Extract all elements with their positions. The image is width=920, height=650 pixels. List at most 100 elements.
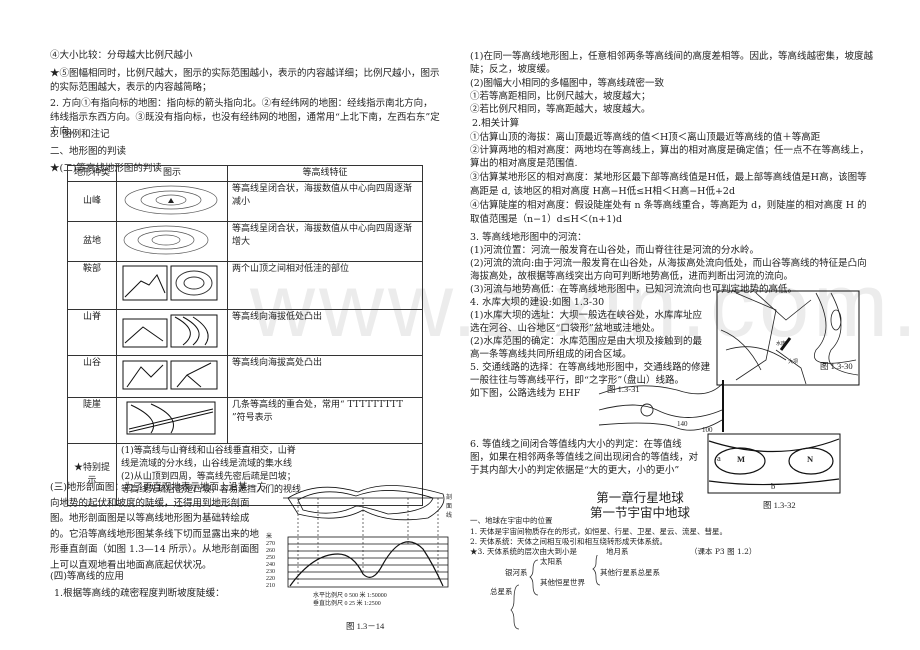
chapter-title: 第一章行星地球: [596, 490, 684, 505]
ridge-figure: [116, 309, 228, 356]
para-r8: ③估算某地形区的相对高度：某地形区最下部等高线值是H低，最上部等高线值是H高，该…: [470, 172, 867, 197]
legend-heading: 3. 图例和注记: [50, 129, 110, 140]
para-r3: ①若等高距相同，比例尺越大，坡度越大；: [470, 91, 651, 102]
landform-type: 陡崖: [67, 397, 117, 444]
para-r4: ②若比例尺相同，等高距越大，坡度越大。: [470, 104, 651, 115]
reservoir-label: 水库: [776, 342, 787, 347]
saddle-figure: [116, 261, 228, 310]
v-scale-value: 0 25 米: [344, 601, 363, 607]
y-unit: 米: [266, 534, 273, 540]
peak-figure: [116, 181, 228, 222]
label-b: b: [771, 481, 776, 491]
para-r17: 5. 交通线路的选择：在等高线地形图中，交通线路的修建一般往往与等高线平行，即“…: [470, 362, 711, 386]
table-row: 山谷 等高线向海拔高处凸出: [67, 355, 423, 398]
table-header: 图示: [116, 165, 228, 182]
para-r18: 如下图，公路选线为 EHF: [470, 388, 581, 399]
scale-note: ★⑤图幅相同时，比例尺越大，图示的实际范围越小，表示的内容越详细；比例尺越小，图…: [50, 68, 440, 93]
figure-1-3-32: M N a b 图 1.3-32: [707, 433, 841, 510]
label-a: a: [717, 453, 721, 463]
tree-node: 其他行星系总星系: [600, 568, 660, 577]
h-ratio: 1:50000: [367, 593, 387, 599]
figure-caption: 图 1.3-30: [820, 361, 853, 371]
tree-node: 其他恒星世界: [540, 578, 585, 587]
landform-feature: 等高线向海拔高处凸出: [227, 355, 423, 398]
basin-figure: [116, 221, 228, 262]
table-row: 山脊 等高线向海拔低处凸出: [67, 309, 423, 356]
contour-label: 140: [677, 420, 688, 428]
y-tick: 250: [266, 555, 275, 561]
para-r6: ①估算山顶的海拔：离山顶最近等高线的值＜H顶＜离山顶最近等高线的值＋等高距: [470, 132, 821, 143]
landform-table: 地形种类图示等高线特征 山峰 等高线呈闭合状，海拔数值从中心向四周逐渐减小 盆地…: [67, 165, 423, 506]
landform-type: 山脊: [67, 309, 117, 356]
direction-note: 2. 方向①有指向标的地图：指向标的箭头指向北。②有经纬网的地图：经线指示南北方…: [50, 98, 440, 137]
figure-1-3-31: 图 1.3-31 140 100: [597, 380, 727, 438]
tree-node: 银河系: [505, 568, 528, 577]
para-r1: (1)在同一等高线地形图上，任意相邻两条等高线间的高度差相等。因此，等高线越密集…: [470, 51, 873, 75]
para-r16: (2)水库范围的确定：水库范围应是由大坝及接触到的最高一条等高线共同所组成的闭合…: [470, 336, 702, 360]
tree-node: 地月系: [606, 547, 629, 556]
para-r13: (3)河流与地势高低：在等高线地形图中，已知河流流向也可判定地势的高低。: [470, 284, 797, 295]
landform-feature: 等高线呈闭合状，海拔数值从中心向四周逐渐增大: [227, 221, 423, 262]
contour-label: 100: [702, 426, 713, 434]
para-r2: (2)图幅大小相同的多幅图中，等高线疏密一致: [470, 78, 664, 89]
river-heading: 3. 等高线地形图中的河流：: [470, 232, 587, 243]
textbook-ref: （课本 P3 图 1.2）: [690, 547, 757, 556]
application-heading: (四)等高线的应用: [50, 571, 124, 582]
dam-label: 大坝: [788, 360, 799, 365]
table-row: ★特别提示 (1)等高线与山脊线和山谷线垂直相交，山脊线是流域的分水线，山谷线是…: [67, 443, 423, 506]
y-tick: 230: [266, 569, 275, 575]
landform-feature: 等高线向海拔低处凸出: [227, 309, 423, 356]
table-row: 盆地 等高线呈闭合状，海拔数值从中心向四周逐渐增大: [67, 221, 423, 262]
landform-type: 山峰: [67, 181, 117, 222]
para-r12: (2)河流的流向:由于河流一般发育在山谷处，从海拔高处流向低处，而山谷等高线的特…: [470, 258, 867, 282]
para-r7: ②计算两地的相对高度：两地均在等高线上，算出的相对高度是确定值；任一点不在等高线…: [470, 145, 870, 169]
y-tick: 220: [266, 576, 275, 582]
landform-feature: 几条等高线的重合处，常用“ TTTTTTTTT ”符号表示: [227, 397, 423, 444]
reservoir-heading: 4. 水库大坝的建设:如图 1.3-30: [470, 297, 605, 308]
h-scale-value: 0 500 米: [344, 593, 366, 599]
y-tick: 210: [266, 583, 275, 589]
label-n: N: [807, 454, 814, 464]
landform-type: 山谷: [67, 355, 117, 398]
profile-paragraph: (三)地形剖面图：为了更直观地表示地面上沿某一方向地势的起伏和坡度的陡缓，还得用…: [50, 482, 267, 571]
table-row: 陡崖 几条等高线的重合处，常用“ TTTTTTTTT ”符号表示: [67, 397, 423, 444]
table-row: 鞍部 两个山顶之间相对低洼的部位: [67, 261, 423, 310]
figure-1-3-30: 水库 大坝 图 1.3-30: [716, 290, 860, 389]
landform-type: 鞍部: [67, 261, 117, 310]
para-s1: 一、地球在宇宙中的位置: [470, 516, 553, 525]
landform-type: 盆地: [67, 221, 117, 262]
figure-caption: 图 1.3－14: [346, 621, 385, 631]
celestial-hierarchy-tree: 总星系 银河系 太阳系 其他恒星世界 地月系 其他行星系总星系: [480, 547, 720, 630]
figure-caption: 图 1.3-31: [607, 384, 640, 394]
para-r19: 6. 等值线之间闭合等值线内大小的判定：在等值线图，如果在相邻两条等值线之间出现…: [470, 439, 699, 476]
table-header: 地形种类: [67, 165, 117, 182]
scale-compare: ④大小比较：分母越大比例尺越小: [50, 50, 193, 61]
v-scale: 垂直比例尺: [313, 601, 344, 607]
label-m: M: [737, 454, 746, 464]
section-heading: 二、地形图的判读: [50, 146, 127, 157]
calc-heading: 2.相关计算: [472, 118, 520, 129]
para-r15: (1)水库大坝的选址：大坝一般选在峡谷处，水库库址应选在河谷、山谷地区“口袋形”…: [470, 310, 702, 334]
table-header: 等高线特征: [227, 165, 423, 182]
para-s4: ★3. 天体系统的层次由大到小是: [470, 547, 578, 556]
landform-feature: 两个山顶之间相对低洼的部位: [227, 261, 423, 310]
y-tick: 260: [266, 548, 275, 554]
para-r11: (1)河流位置：河流一般发育在山谷处，而山脊往往是河流的分水岭。: [470, 245, 759, 256]
y-tick: 240: [266, 562, 275, 568]
cliff-figure: [116, 397, 228, 444]
para-s2: 1. 天体是宇宙间物质存在的形式，如恒星、行星、卫星、星云、流星、彗星。: [470, 527, 728, 536]
figure-caption: 图 1.3-32: [763, 500, 796, 510]
tree-node: 总星系: [490, 587, 513, 596]
table-row: 山峰 等高线呈闭合状，海拔数值从中心向四周逐渐减小: [67, 181, 423, 222]
y-tick: 270: [266, 541, 275, 547]
para-s3: 2. 天体系统：天体之间相互吸引和相互绕转形成天体系统。: [470, 537, 668, 546]
landform-feature: 等高线呈闭合状，海拔数值从中心向四周逐渐减小: [227, 181, 423, 222]
valley-figure: [116, 355, 228, 398]
v-ratio: 1:2500: [364, 601, 381, 607]
tree-node: 太阳系: [540, 557, 563, 566]
section-line-label: 剖面线: [446, 495, 453, 519]
